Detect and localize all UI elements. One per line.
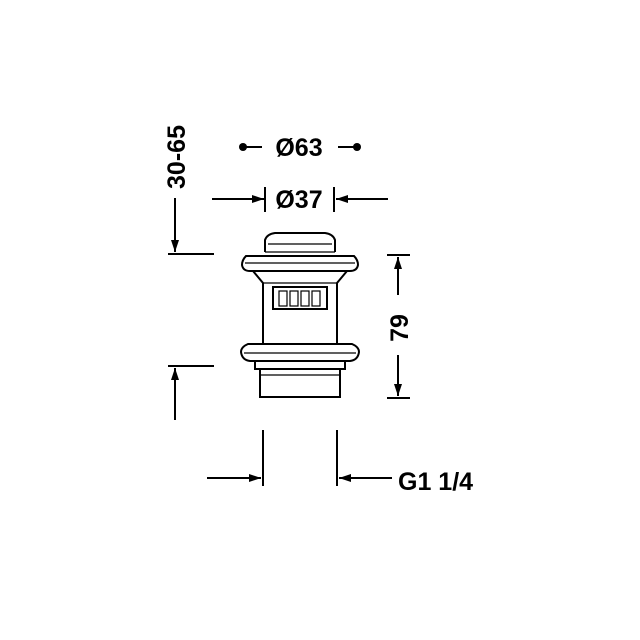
- thread-dimension: G1 1/4: [207, 430, 473, 496]
- plug-cap: [264, 232, 336, 252]
- thread-label: G1 1/4: [398, 468, 473, 496]
- overflow-slot-3: [300, 290, 310, 307]
- overflow-slot-4: [311, 290, 321, 307]
- thickness-dimension: 30-65: [163, 125, 214, 420]
- drain-waste-body: [239, 232, 361, 398]
- outer-diameter-dimension: Ø63: [239, 134, 361, 162]
- height-dimension: 79: [386, 254, 414, 399]
- outer-diameter-label: Ø63: [275, 134, 322, 162]
- thickness-label: 30-65: [163, 125, 191, 189]
- washer: [254, 361, 346, 370]
- overflow-window: [272, 286, 328, 310]
- overflow-slot-2: [289, 290, 299, 307]
- dimension-point-right: [353, 143, 361, 151]
- height-label: 79: [386, 314, 414, 342]
- top-flange: [240, 255, 360, 272]
- threaded-tail: [259, 369, 341, 398]
- inner-diameter-dimension: Ø37: [212, 186, 388, 214]
- lower-flange: [239, 343, 361, 362]
- body-neck: [252, 270, 348, 344]
- overflow-slot-1: [278, 290, 288, 307]
- inner-diameter-label: Ø37: [275, 186, 322, 214]
